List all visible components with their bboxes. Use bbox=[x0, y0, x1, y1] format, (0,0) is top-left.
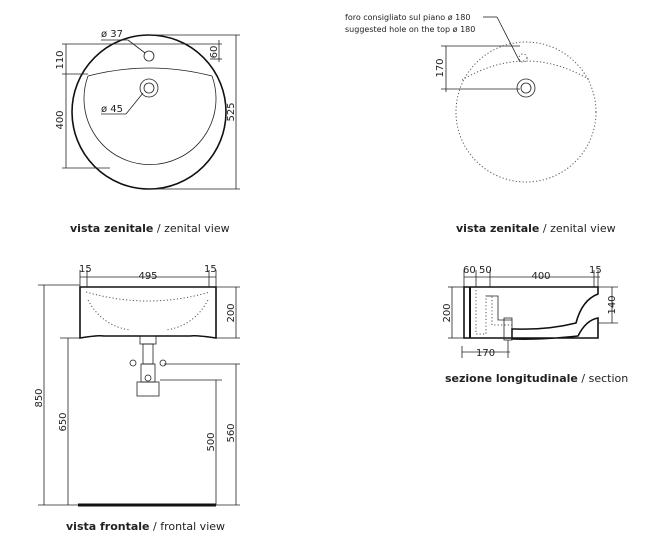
caption-zenital-left: vista zenitale / zenital view bbox=[70, 222, 230, 235]
trap-bottle bbox=[140, 363, 156, 383]
dim-d45: ø 45 bbox=[101, 104, 123, 115]
note-hole-it: foro consigliato sul piano ø 180 bbox=[345, 13, 470, 22]
dim-60: 60 bbox=[463, 265, 476, 276]
fixing-left bbox=[129, 359, 137, 367]
dim-560: 560 bbox=[226, 423, 237, 442]
dim-200: 200 bbox=[226, 303, 237, 322]
dim-170: 170 bbox=[435, 58, 446, 77]
dim-15-right: 15 bbox=[204, 264, 217, 275]
tap-hole-dotted bbox=[518, 53, 528, 63]
dim-400: 400 bbox=[55, 110, 66, 129]
basin-back-ledge bbox=[87, 67, 213, 77]
dim-850: 850 bbox=[34, 388, 45, 407]
dim-60: 60 bbox=[209, 46, 220, 59]
frontal-view: 15 495 15 200 850 650 500 560 vista fron… bbox=[34, 264, 240, 533]
waste-flange bbox=[139, 335, 157, 345]
longitudinal-section: 60 50 400 15 200 140 170 sezione longitu… bbox=[442, 265, 628, 385]
caption-section: sezione longitudinale / section bbox=[445, 372, 628, 385]
dim-50: 50 bbox=[479, 265, 492, 276]
caption-zenital-right: vista zenitale / zenital view bbox=[456, 222, 616, 235]
dim-15-left: 15 bbox=[79, 264, 92, 275]
drain-outer bbox=[139, 78, 159, 98]
dim-650: 650 bbox=[58, 412, 69, 431]
tap-hole bbox=[143, 50, 155, 62]
suggested-hole-arc bbox=[461, 60, 591, 81]
dim-140: 140 bbox=[607, 295, 618, 314]
basin-bowl-edge bbox=[83, 75, 217, 166]
note-leader bbox=[496, 16, 521, 63]
basin-body bbox=[79, 286, 217, 339]
drain-inner bbox=[143, 82, 155, 94]
dim-200: 200 bbox=[442, 303, 453, 322]
dim-d37: ø 37 bbox=[101, 29, 123, 40]
fixing-right bbox=[159, 359, 167, 367]
basin-outer-rim bbox=[71, 34, 227, 190]
dim-15: 15 bbox=[589, 265, 602, 276]
trap-base bbox=[136, 381, 160, 397]
note-hole-en: suggested hole on the top ø 180 bbox=[345, 25, 475, 34]
waste-pipe bbox=[142, 343, 154, 365]
section-body bbox=[463, 286, 599, 340]
bowl-outline-dotted bbox=[85, 291, 211, 302]
dim-400: 400 bbox=[531, 271, 550, 282]
drain-inner bbox=[520, 82, 532, 94]
zenital-view-right: foro consigliato sul piano ø 180 suggest… bbox=[345, 13, 616, 235]
zenital-view-left: ø 37 ø 45 110 400 60 525 vista zenitale … bbox=[55, 29, 240, 235]
dim-170: 170 bbox=[476, 348, 495, 359]
dim-495: 495 bbox=[138, 271, 157, 282]
caption-frontal: vista frontale / frontal view bbox=[66, 520, 225, 533]
dim-525: 525 bbox=[226, 102, 237, 121]
dim-110: 110 bbox=[55, 50, 66, 69]
basin-outline-dotted bbox=[455, 41, 597, 183]
dim-500: 500 bbox=[206, 432, 217, 451]
drain-outer bbox=[516, 78, 536, 98]
